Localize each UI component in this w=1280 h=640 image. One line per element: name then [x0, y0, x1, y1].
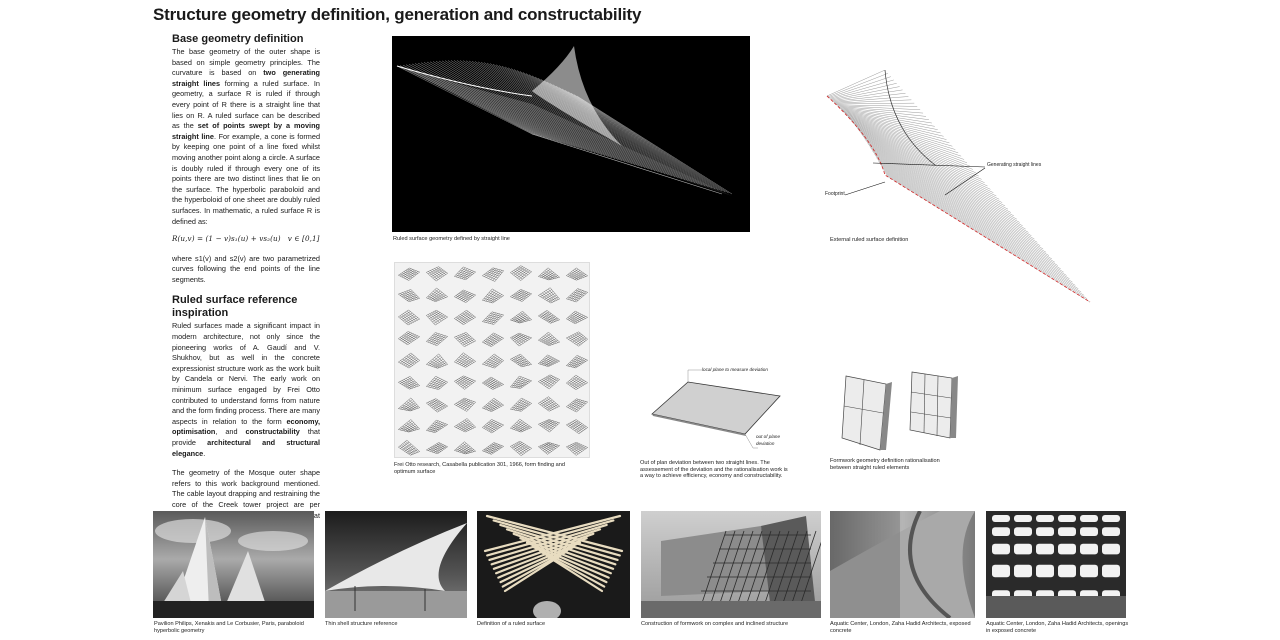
aquatic-center-wall-graphic — [830, 511, 975, 618]
caption-ruled-surface: Ruled surface geometry defined by straig… — [393, 236, 510, 242]
paragraph-reference-inspiration: Ruled surfaces made a significant impact… — [172, 321, 321, 458]
page-title: Structure geometry definition, generatio… — [153, 5, 642, 24]
formwork-construction-graphic — [641, 516, 821, 618]
photo-aquatic-center-2 — [986, 511, 1126, 618]
frei-otto-grid — [394, 262, 590, 458]
philips-pavilion-graphic — [153, 517, 314, 618]
ruled-surface-graphic — [396, 46, 733, 196]
ruled-surface-render — [392, 36, 750, 232]
ruled-surface-sticks — [483, 514, 624, 618]
photo-philips-pavilion — [153, 511, 314, 618]
deviation-plane-diagram: local plane to measure deviation out of … — [640, 366, 790, 458]
caption-deviation: Out of plan deviation between two straig… — [640, 460, 788, 480]
heading-reference-inspiration: Ruled surface reference inspiration — [172, 294, 298, 320]
paragraph-parametrized-curves: where s1(v) and s2(v) are two parametriz… — [172, 253, 320, 284]
caption-photo-formwork: Construction of formwork on complex and … — [641, 621, 789, 627]
caption-formwork: Formwork geometry definition rationalisa… — [830, 458, 940, 471]
external-ruled-surface-graphic — [826, 70, 1091, 303]
paragraph-base-geometry: The base geometry of the outer shape is … — [172, 47, 321, 226]
caption-photo-aquatic-2: Aquatic Center, London, Zaha Hadid Archi… — [986, 621, 1129, 634]
label-local-plane: local plane to measure deviation — [702, 367, 768, 372]
heading-base-geometry: Base geometry definition — [172, 33, 304, 45]
ruled-surface-formula: R(u,v) = (1 − v)s₁(u) + vs₂(u)v ∈ [0,1] — [172, 234, 320, 244]
caption-photo-philips: Pavilion Philips, Xenakis and Le Corbusi… — [154, 621, 304, 634]
caption-photo-aquatic-1: Aquatic Center, London, Zaha Hadid Archi… — [830, 621, 971, 634]
formwork-panels-graphic — [841, 371, 958, 451]
label-footprint: Footprint — [825, 191, 845, 197]
caption-frei-otto: Frei Otto research, Casabella publicatio… — [394, 462, 566, 475]
caption-photo-ruled-surface: Definition of a ruled surface — [477, 621, 546, 627]
formwork-panels-diagram — [838, 368, 968, 458]
label-generating-lines: Generating straight lines — [987, 162, 1042, 168]
label-out-of-plane: out of plane deviation — [756, 434, 781, 446]
deviation-plane-graphic — [651, 369, 781, 449]
thin-shell-graphic — [325, 523, 467, 618]
photo-thin-shell — [325, 511, 467, 618]
photo-formwork-construction — [641, 511, 821, 618]
caption-photo-thin-shell: Thin shell structure reference — [325, 621, 398, 627]
aquatic-center-openings-graphic — [986, 515, 1126, 618]
photo-ruled-surface-model — [477, 511, 630, 618]
text-column: Base geometry definition The base geomet… — [172, 33, 320, 532]
caption-external-ruled-surface: External ruled surface definition — [830, 237, 909, 243]
photo-aquatic-center-1 — [830, 511, 975, 618]
frei-otto-sketches — [398, 265, 588, 456]
external-ruled-surface-diagram: Generating straight lines Footprint — [815, 70, 1105, 310]
